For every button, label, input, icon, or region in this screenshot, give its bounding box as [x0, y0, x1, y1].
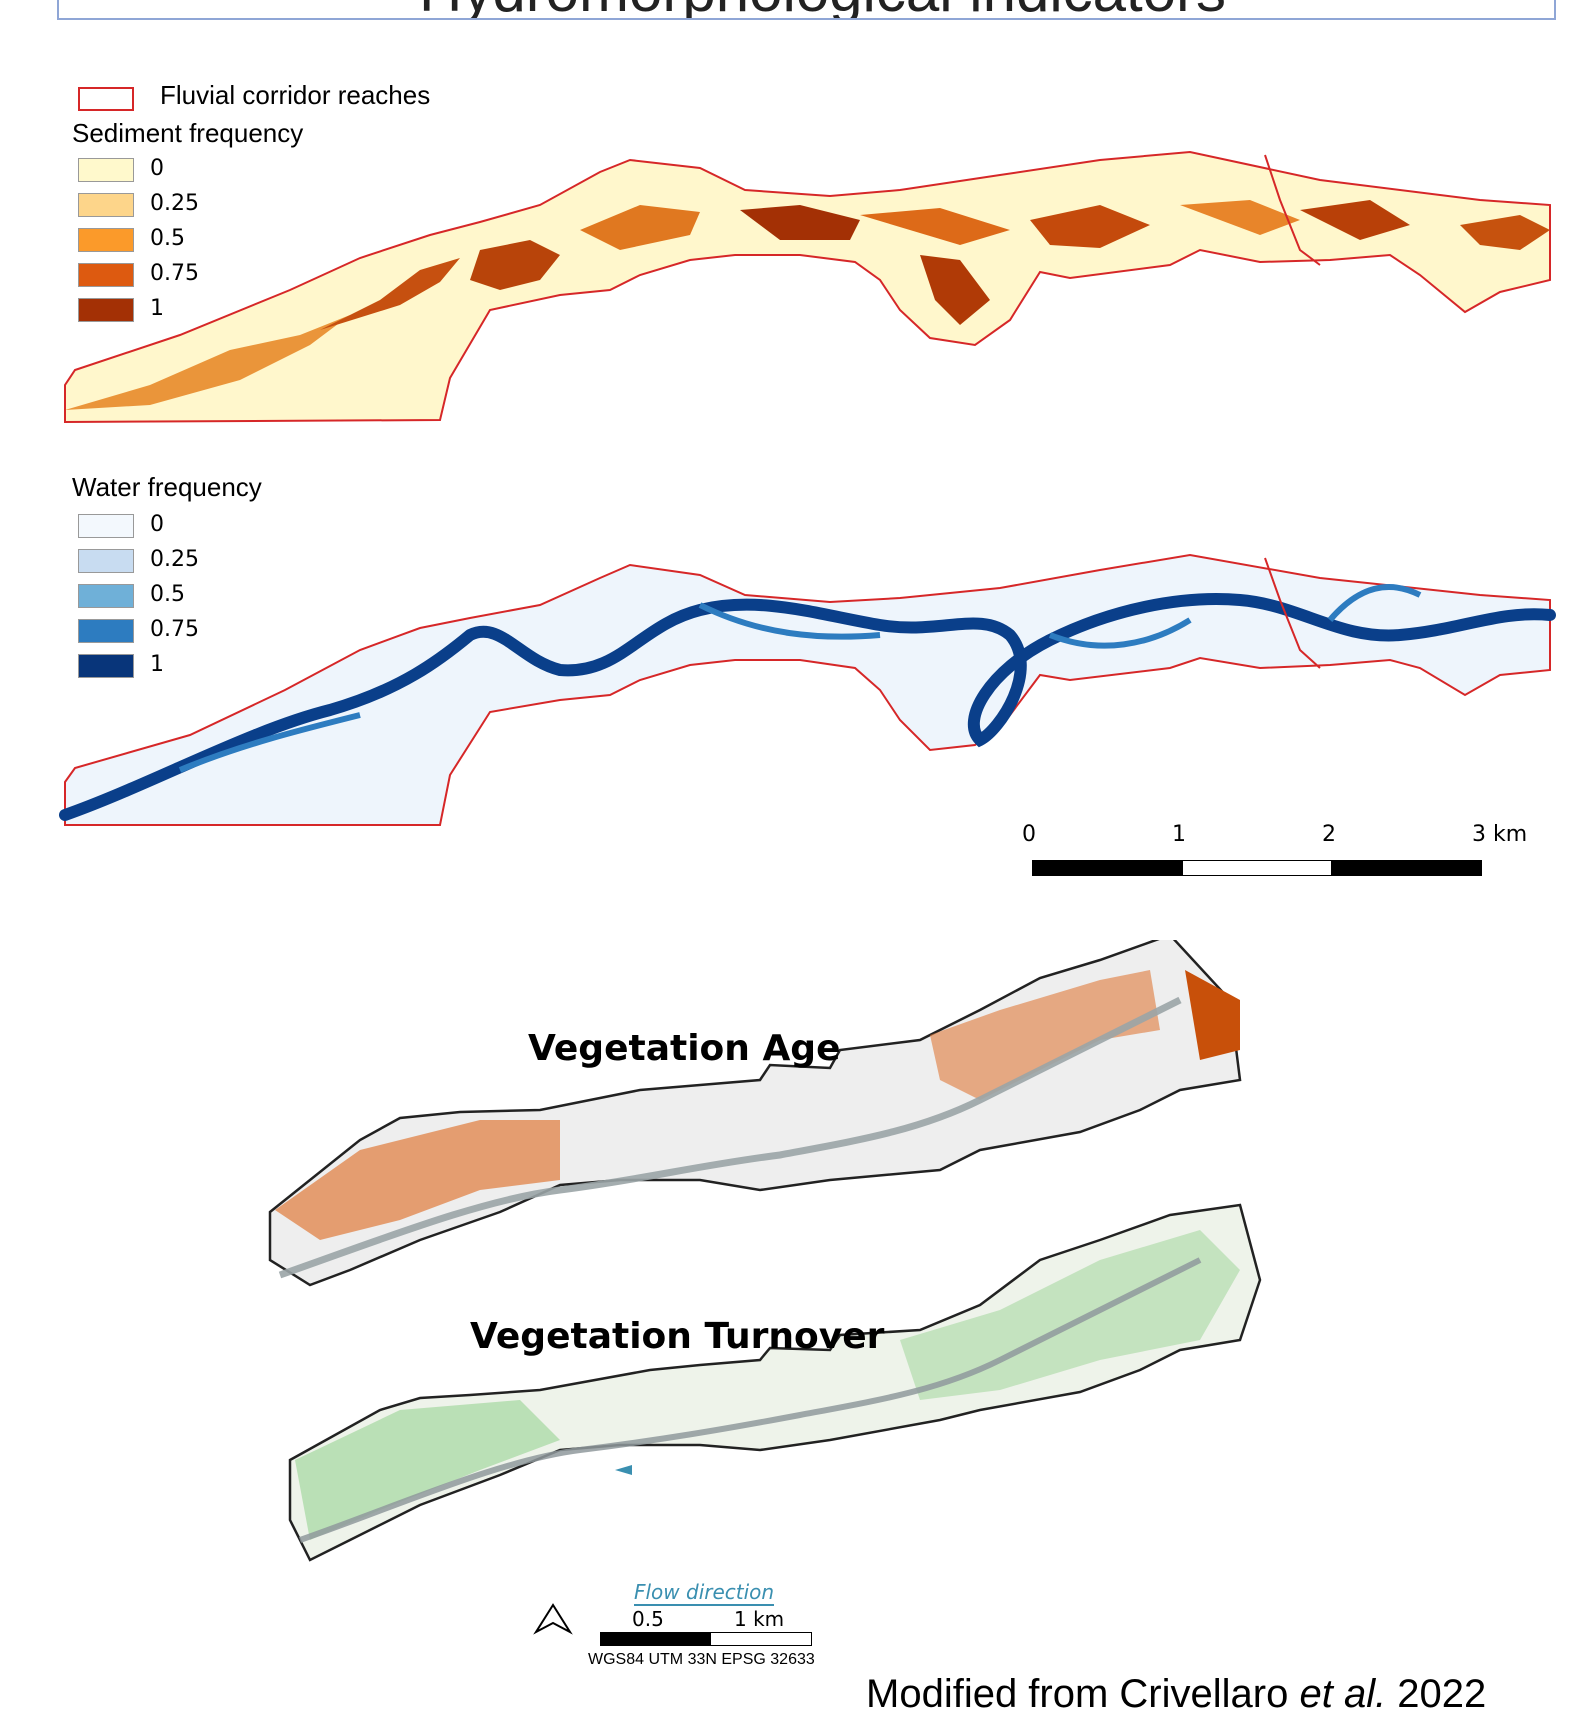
sediment-bar-9	[1180, 200, 1300, 235]
water-swatch-3	[78, 619, 134, 643]
sediment-bar-1	[65, 315, 350, 410]
sediment-label-0: 0	[150, 156, 164, 181]
water-channel-secondary	[178, 584, 1422, 773]
scalebar-segment-1	[1032, 860, 1182, 876]
credit-suffix: 2022	[1386, 1672, 1487, 1716]
scalebar-segment-2	[1182, 860, 1332, 876]
water-swatch-2	[78, 584, 134, 608]
north-arrow-icon	[533, 1603, 573, 1635]
sediment-bar-5	[740, 205, 860, 240]
sediment-swatch-0	[78, 158, 134, 182]
sediment-bar-10	[1300, 200, 1410, 240]
vegetation-maps	[268, 940, 1262, 1635]
projection-label: WGS84 UTM 33N EPSG 32633	[588, 1651, 815, 1668]
sediment-swatch-3	[78, 263, 134, 287]
sediment-swatch-1	[78, 193, 134, 217]
water-swatch-4	[78, 654, 134, 678]
corridor-swatch	[78, 87, 134, 111]
vegetation-age-channel	[278, 996, 1182, 1279]
water-swatch-0	[78, 514, 134, 538]
vegetation-turnover-green-west	[295, 1400, 560, 1540]
veg-scalebar-white	[710, 1632, 812, 1646]
vegetation-age-title: Vegetation Age	[528, 1028, 841, 1069]
page-title: Hydromorphological indicators	[419, 0, 1226, 18]
sediment-reach-divider	[1264, 154, 1321, 266]
sediment-bar-6	[920, 255, 990, 325]
sediment-bar-8	[1030, 205, 1150, 248]
water-label-1: 0.25	[150, 547, 199, 572]
veg-scalebar-black	[600, 1632, 710, 1646]
corridor-legend-label: Fluvial corridor reaches	[160, 80, 431, 110]
sediment-corridor	[64, 150, 1551, 424]
veg-scale-label-0: 0.5	[632, 1607, 664, 1631]
credit-italic: et al.	[1299, 1672, 1387, 1716]
sediment-bar-4	[580, 205, 700, 250]
sediment-bar-3	[470, 240, 560, 290]
corridor-legend: Fluvial corridor reaches	[76, 80, 576, 118]
water-swatch-1	[78, 549, 134, 573]
water-legend: Water frequency 0 0.25 0.5 0.75 1	[72, 472, 372, 682]
scalebar-tick-2: 2	[1322, 822, 1336, 847]
scalebar-top: 0 1 2 3 km	[1020, 822, 1540, 882]
veg-scale-label-1: 1 km	[734, 1607, 785, 1631]
water-label-0: 0	[150, 512, 164, 537]
scalebar-tick-0: 0	[1022, 822, 1036, 847]
sediment-label-2: 0.5	[150, 226, 185, 251]
vegetation-age-orange-west	[275, 1120, 560, 1240]
sediment-label-1: 0.25	[150, 191, 199, 216]
water-label-2: 0.5	[150, 582, 185, 607]
vegetation-age-orange-east	[930, 970, 1160, 1100]
flow-direction-label: Flow direction	[634, 1580, 775, 1606]
sediment-bar-7	[860, 208, 1010, 245]
water-frequency-map	[59, 553, 1556, 826]
credit-line: Modified from Crivellaro et al. 2022	[866, 1672, 1486, 1717]
scalebar-tick-1: 1	[1172, 822, 1186, 847]
scalebar-segment-3	[1332, 860, 1482, 876]
sediment-bar-2	[320, 258, 460, 330]
sediment-label-3: 0.75	[150, 261, 199, 286]
sediment-frequency-map	[64, 150, 1551, 424]
sediment-legend-heading: Sediment frequency	[72, 118, 304, 148]
flow-direction-text: Flow direction	[634, 1580, 775, 1604]
scalebar-tick-3: 3 km	[1472, 822, 1528, 847]
water-legend-heading: Water frequency	[72, 472, 262, 502]
vegetation-age-orange-tip	[1185, 970, 1240, 1060]
water-channel-main	[59, 593, 1556, 821]
vegetation-turnover-green-east	[900, 1230, 1240, 1400]
water-label-4: 1	[150, 652, 164, 677]
water-label-3: 0.75	[150, 617, 199, 642]
water-reach-divider	[1264, 557, 1321, 669]
sediment-legend: Sediment frequency 0 0.25 0.5 0.75 1	[72, 118, 372, 328]
sediment-swatch-2	[78, 228, 134, 252]
credit-prefix: Modified from Crivellaro	[866, 1672, 1300, 1716]
sediment-label-4: 1	[150, 296, 164, 321]
vegetation-turnover-title: Vegetation Turnover	[470, 1316, 885, 1357]
flow-direction-arrowhead	[615, 1465, 632, 1475]
sediment-bar-11	[1460, 215, 1550, 250]
title-frame: Hydromorphological indicators	[57, 0, 1556, 20]
sediment-swatch-4	[78, 298, 134, 322]
vegetation-turnover-channel	[299, 1257, 1202, 1543]
water-corridor	[64, 553, 1551, 826]
